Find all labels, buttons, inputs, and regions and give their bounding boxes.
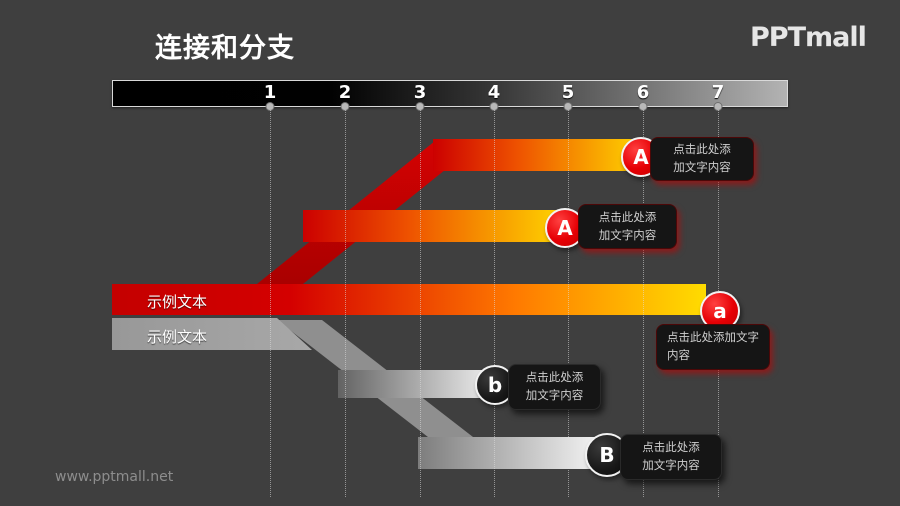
- callout-A-mid[interactable]: 点击此处添 加文字内容: [578, 204, 677, 249]
- gray-bar-label: 示例文本: [147, 328, 208, 346]
- grid-line-3: [420, 110, 421, 497]
- branch-bar-A-top: [433, 139, 645, 171]
- callout-B-bottom[interactable]: 点击此处添 加文字内容: [620, 434, 722, 480]
- scale-tick-7: 7: [711, 82, 725, 103]
- callout-text: 点击此处添: [673, 142, 731, 157]
- callout-text: 加文字内容: [642, 458, 700, 472]
- watermark-url: www.pptmall.net: [55, 469, 174, 485]
- branch-bar-b: [338, 370, 498, 398]
- slide-title: 连接和分支: [155, 33, 295, 64]
- grid-line-6: [643, 110, 644, 497]
- scale-tick-4: 4: [487, 82, 501, 103]
- gray-main-bar: [112, 318, 312, 350]
- red-diagonal-band: [252, 141, 481, 288]
- branch-bar-B: [418, 437, 610, 469]
- callout-text: 加文字内容: [598, 227, 657, 242]
- scale-tick-6: 6: [636, 82, 650, 103]
- scale-tick-2: 2: [338, 82, 352, 103]
- callout-text: 点击此处添: [525, 370, 584, 385]
- grid-line-1: [270, 110, 271, 497]
- scale-tick-3: 3: [413, 82, 427, 103]
- scale-tick-1: 1: [263, 82, 277, 103]
- red-bar-label: 示例文本: [147, 293, 208, 311]
- callout-text: 加文字内容: [673, 160, 731, 174]
- callout-a-main[interactable]: 点击此处添加文字 内容: [656, 324, 770, 370]
- callout-text: 加文字内容: [525, 388, 584, 402]
- grid-line-4: [494, 110, 495, 497]
- callout-b-low[interactable]: 点击此处添 加文字内容: [508, 364, 601, 410]
- callout-text: 点击此处添加文字: [667, 330, 759, 345]
- callout-A-top[interactable]: 点击此处添 加文字内容: [650, 137, 754, 181]
- pptmall-logo: PPTmall: [750, 22, 867, 53]
- callout-text: 内容: [667, 348, 690, 362]
- scale-tick-5: 5: [561, 82, 575, 103]
- callout-text: 点击此处添: [642, 440, 700, 455]
- grid-line-5: [568, 110, 569, 497]
- scale-bar: [112, 80, 788, 107]
- callout-text: 点击此处添: [598, 209, 657, 224]
- branch-bar-A-mid: [303, 210, 567, 242]
- grid-line-2: [345, 110, 346, 497]
